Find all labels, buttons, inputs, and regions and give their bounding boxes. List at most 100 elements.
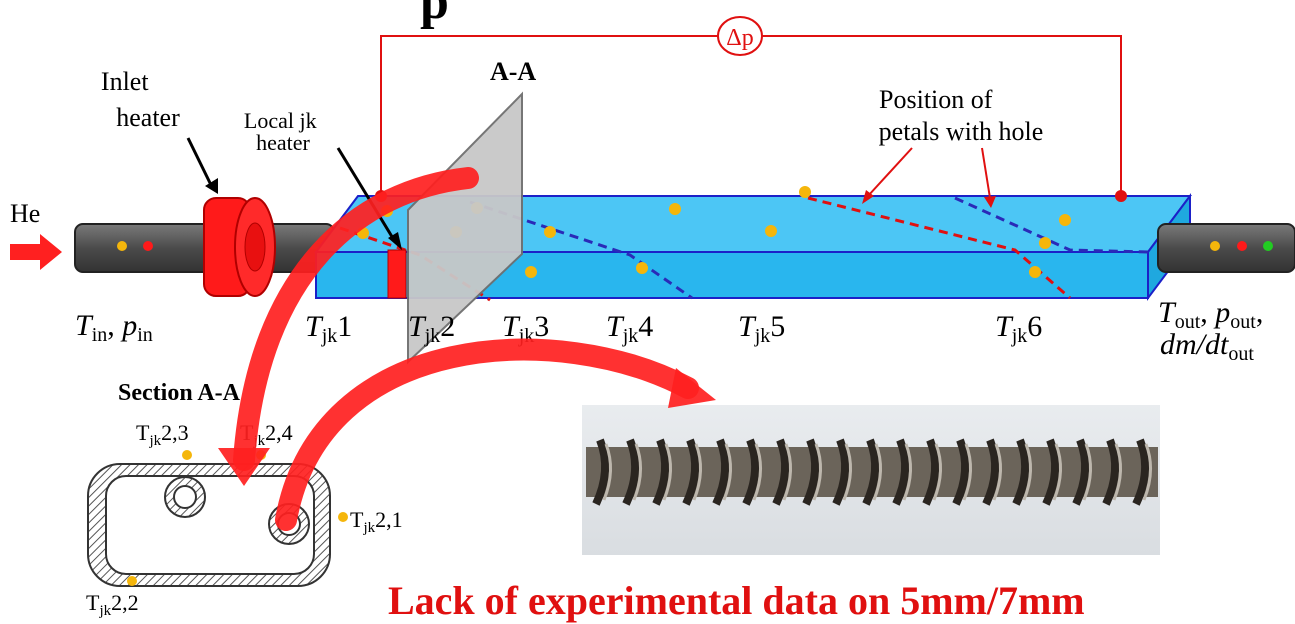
tube-left-inner [173,485,197,509]
section-label-23: Tjk2,3 [136,420,189,449]
outlet-flow-sensor [1263,241,1273,251]
spiral-turn [862,438,880,506]
spiral-highlight [842,443,852,501]
section-plane [407,91,523,365]
section-label-21: Tjk2,1 [350,507,403,536]
petal-photo [582,405,1160,555]
spiral-turn [1072,438,1090,506]
spiral-turn [832,438,850,506]
section-sensor-23 [182,450,192,460]
thermocouple-label-1: Tjk1 [305,310,352,347]
partial-title: p [420,0,449,30]
dp-line-left [380,35,719,196]
spiral-turn [1102,438,1120,506]
section-sensor-21 [338,512,348,522]
curved-arrow-to-section [233,167,479,471]
spiral-highlight [992,443,1002,501]
section-label-22: Tjk2,2 [86,590,139,619]
petals-pointer-1-head [862,190,874,204]
spiral-highlight [722,443,732,501]
spiral-highlight [872,443,882,501]
local-heater-pointer-head [388,232,402,250]
spiral-turn [952,438,970,506]
spiral-turn [1012,438,1030,506]
cross-section-channel [105,475,315,575]
petal-line-blue-2 [954,196,1149,254]
spiral-turn [922,438,940,506]
inlet-pressure-sensor [143,241,153,251]
thermocouple-label-4: Tjk4 [606,310,653,347]
curved-arrow-to-section-head [218,448,270,486]
spiral-highlight [752,443,762,501]
outlet-sensor-label-line2: dm/dtout [1160,328,1254,365]
spiral-highlight [662,443,672,501]
spiral-turn [1132,438,1150,506]
inlet-heater-pointer-head [205,178,218,194]
petal-line-red-2 [807,196,1071,300]
spiral-highlight [902,443,912,501]
spiral-highlight [1022,443,1032,501]
inlet-heater-label: Inlet heater [101,67,180,132]
outlet-pressure-sensor [1237,241,1247,251]
inlet-sensor-label: Tin, pin [75,309,153,346]
spiral-turn [892,438,910,506]
spiral-highlight [602,443,612,501]
spiral-turn [982,438,1000,506]
sensor-dot [1029,266,1041,278]
dp-line-right [762,35,1122,196]
outlet-pipe [1157,223,1295,273]
inlet-heater-bore [244,222,266,272]
curved-arrow-to-photo [275,338,699,531]
gas-label: He [10,199,40,228]
sensor-dot [1059,214,1071,226]
inlet-temp-sensor [117,241,127,251]
petals-label: Position of petals with hole [879,85,1044,146]
spiral-turn [622,438,640,506]
bottom-banner: Lack of experimental data on 5mm/7mm [388,578,1085,623]
sensor-dot [636,262,648,274]
spiral-turn [742,438,760,506]
outlet-sensor-label-line1: Tout, pout, [1158,296,1263,333]
thermocouple-label-2: Tjk2 [408,310,455,347]
dp-gauge [717,16,763,56]
spiral-highlight [1082,443,1092,501]
spiral-highlight [1052,443,1062,501]
spiral-turn [772,438,790,506]
sensor-dot [525,266,537,278]
thermocouple-label-6: Tjk6 [995,310,1042,347]
sensor-dot [544,226,556,238]
spiral-highlight [692,443,702,501]
sensor-dot [669,203,681,215]
outlet-temp-sensor [1210,241,1220,251]
petals-pointer-2-head [984,196,996,208]
spiral-highlight [962,443,972,501]
spiral-turn [712,438,730,506]
spiral-highlight [1142,443,1152,501]
spiral-highlight [1112,443,1122,501]
local-jk-heater [387,249,407,299]
thermocouple-label-5: Tjk5 [738,310,785,347]
petal-line-blue-1 [469,200,693,300]
curved-arrow-to-photo-head [668,368,716,408]
inlet-flow-arrow [10,234,62,270]
local-heater-label: Local jk heater [244,108,322,155]
spiral-turn [652,438,670,506]
inlet-heater-pointer [186,137,213,186]
spiral-turn [1042,438,1060,506]
sensor-dot [799,186,811,198]
sensor-dot [1039,237,1051,249]
spiral-turn [592,438,610,506]
petals-pointer-1 [867,147,913,197]
sensor-dot [765,225,777,237]
section-plane-label: A-A [490,57,536,86]
section-sensor-22 [127,576,137,586]
spiral-highlight [782,443,792,501]
spiral-turn [802,438,820,506]
pressure-tap-outlet [1115,190,1127,202]
spiral-highlight [812,443,822,501]
dp-label: Δp [726,25,753,51]
petals-pointer-2 [981,147,991,199]
photo-spiral [592,438,1152,506]
